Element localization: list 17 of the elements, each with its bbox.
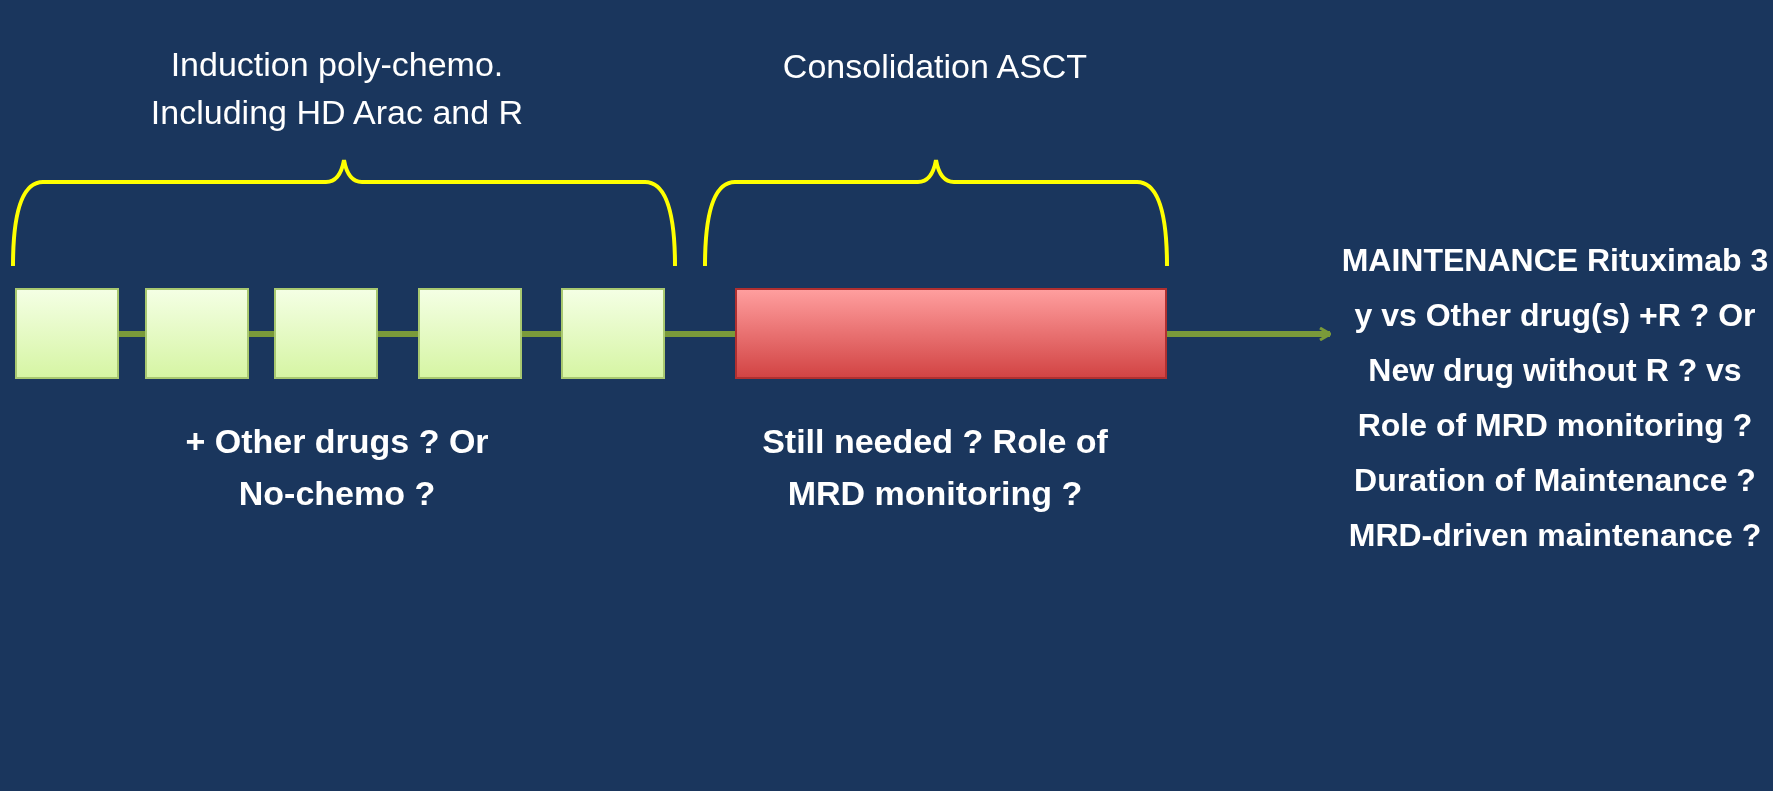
connector-line xyxy=(378,331,418,337)
phase-title: Induction poly-chemo. Including HD Arac and R xyxy=(149,44,525,133)
stage-box xyxy=(145,288,249,379)
maintenance-text: MAINTENANCE Rituximab 3 y vs Other drug(s) +R ? Or New drug without R ? vs Role of MRD monitoring ? Duration of Maintenance ? MRD-driven maintenance ? xyxy=(1340,241,1770,555)
arrow xyxy=(1167,326,1332,342)
stage-box xyxy=(15,288,119,379)
stage-bar xyxy=(735,288,1167,379)
question-text: + Other drugs ? Or No-chemo ? xyxy=(184,421,490,514)
connector-line xyxy=(249,331,274,337)
stage-box xyxy=(561,288,665,379)
question-text: Still needed ? Role of MRD monitoring ? xyxy=(761,421,1109,514)
connector-line xyxy=(522,331,561,337)
stage-box xyxy=(274,288,378,379)
connector-line xyxy=(665,331,735,337)
stage-box xyxy=(418,288,522,379)
connector-line xyxy=(119,331,145,337)
phase-title: Consolidation ASCT xyxy=(781,46,1089,87)
